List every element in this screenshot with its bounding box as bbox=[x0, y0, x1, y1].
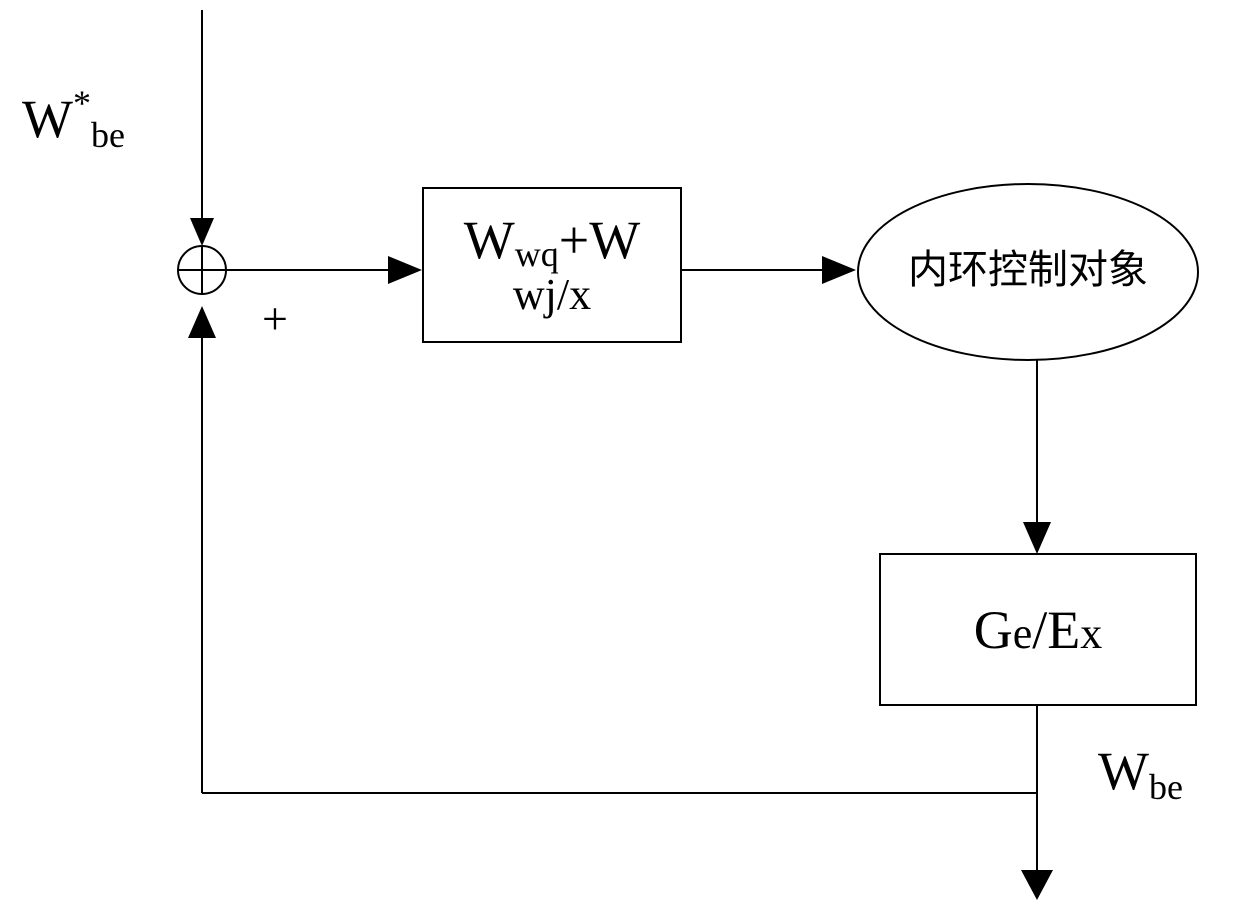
gain-e: e bbox=[1012, 609, 1033, 658]
plant-block-label: 内环控制对象 bbox=[890, 200, 1166, 340]
plant-label-text: 内环控制对象 bbox=[908, 247, 1148, 293]
gain-g: G bbox=[973, 599, 1013, 660]
gain-block bbox=[879, 553, 1197, 706]
controller-line2-sub: wj/x bbox=[512, 270, 592, 319]
output-arrowhead bbox=[1021, 870, 1053, 900]
controller-to-plant-arrowhead bbox=[822, 256, 856, 284]
controller-line1-base: W bbox=[463, 210, 515, 270]
controller-line1: Wwq+W bbox=[463, 210, 641, 272]
plant-block bbox=[857, 183, 1199, 361]
gain-x: x bbox=[1080, 609, 1103, 658]
junction-to-controller-arrowhead bbox=[388, 256, 422, 284]
controller-line2: wj/x bbox=[513, 273, 591, 317]
controller-line1-rest: +W bbox=[558, 210, 641, 270]
controller-block-label: Wwq+W wj/x bbox=[423, 188, 681, 342]
feedback-arrowhead bbox=[188, 306, 216, 338]
output-signal-base: W bbox=[1098, 741, 1149, 801]
plant-to-gain-arrowhead bbox=[1023, 522, 1051, 554]
input-signal-subscript: be bbox=[90, 115, 125, 155]
output-signal-label: Wbe bbox=[1098, 741, 1183, 805]
input-signal-label: W*be bbox=[22, 85, 125, 153]
controller-line1-sub: wq bbox=[514, 234, 559, 274]
input-signal-superscript: * bbox=[72, 83, 91, 123]
controller-block bbox=[422, 187, 682, 343]
gain-rest: /E bbox=[1032, 599, 1081, 660]
input-arrowhead bbox=[190, 218, 214, 246]
output-signal-subscript: be bbox=[1148, 767, 1183, 807]
input-signal-base: W bbox=[22, 89, 73, 149]
summing-sign-label: + bbox=[262, 293, 288, 344]
